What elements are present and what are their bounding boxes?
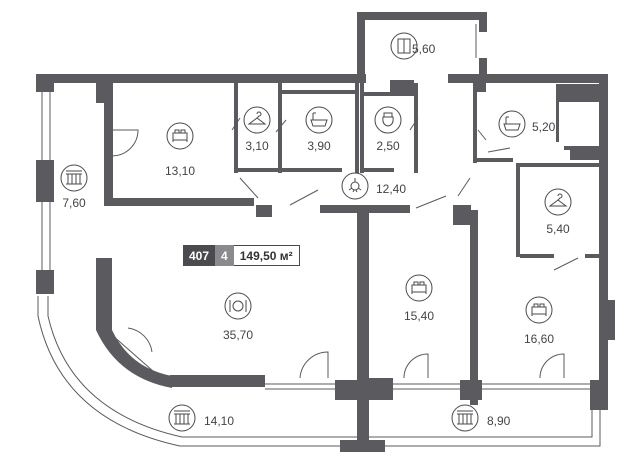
wardrobe-icon (390, 32, 418, 60)
room-terrace-left: 14,10 (168, 404, 234, 432)
room-dressing-small: 3,10 (243, 106, 271, 153)
hanger-icon (544, 188, 572, 216)
bathtub-icon (498, 110, 526, 138)
room-balcony-left: 7,60 (60, 164, 88, 210)
total-area: 149,50 м² (233, 245, 300, 266)
room-bedroom-middle: 15,40 (404, 274, 434, 323)
dining-icon (224, 292, 252, 320)
room-area-label: 15,40 (404, 309, 434, 323)
room-area-label: 5,20 (532, 120, 556, 134)
room-area-label: 14,10 (204, 414, 234, 428)
bed-icon (525, 296, 553, 324)
room-utility-top: 5,60 (390, 32, 436, 60)
walls (36, 12, 615, 452)
room-area-label: 5,60 (412, 42, 436, 56)
bed-icon (166, 122, 194, 150)
room-area-label: 16,60 (524, 332, 554, 346)
ceiling-lamp-icon (341, 172, 369, 200)
room-area-label: 7,60 (62, 196, 86, 210)
apartment-badge: 407 4 149,50 м² (183, 245, 300, 266)
room-area-label: 8,90 (487, 414, 511, 428)
room-bedroom-right: 16,60 (524, 296, 554, 346)
room-toilet: 2,50 (374, 106, 402, 153)
room-area-label: 3,90 (307, 139, 331, 153)
door-swings (111, 24, 579, 379)
room-living-kitchen: 35,70 (223, 292, 253, 342)
rooms-layer: 5,60 13,10 3,10 3,90 2,50 5,20 7,60 12,40 5,40 35… (60, 32, 572, 432)
bathtub-icon (305, 106, 333, 134)
room-bathroom-1: 3,90 (305, 106, 333, 153)
room-count: 4 (215, 245, 234, 266)
room-bathroom-2: 5,20 (498, 110, 556, 138)
room-area-label: 13,10 (165, 164, 195, 178)
room-area-label: 5,40 (546, 222, 570, 236)
balcony-icon (168, 404, 196, 432)
room-area-label: 2,50 (376, 139, 400, 153)
balcony-icon (451, 404, 479, 432)
room-area-label: 35,70 (223, 328, 253, 342)
room-dressing-right: 5,40 (544, 188, 572, 236)
balcony-icon (60, 164, 88, 192)
room-terrace-right: 8,90 (451, 404, 511, 432)
room-bedroom-left: 13,10 (165, 122, 195, 178)
hanger-icon (243, 106, 271, 134)
glazing (111, 334, 590, 390)
apartment-number: 407 (183, 245, 216, 266)
toilet-icon (374, 106, 402, 134)
bed-icon (405, 274, 433, 302)
room-hall: 12,40 (341, 172, 406, 200)
room-area-label: 12,40 (376, 182, 406, 196)
room-area-label: 3,10 (245, 139, 269, 153)
